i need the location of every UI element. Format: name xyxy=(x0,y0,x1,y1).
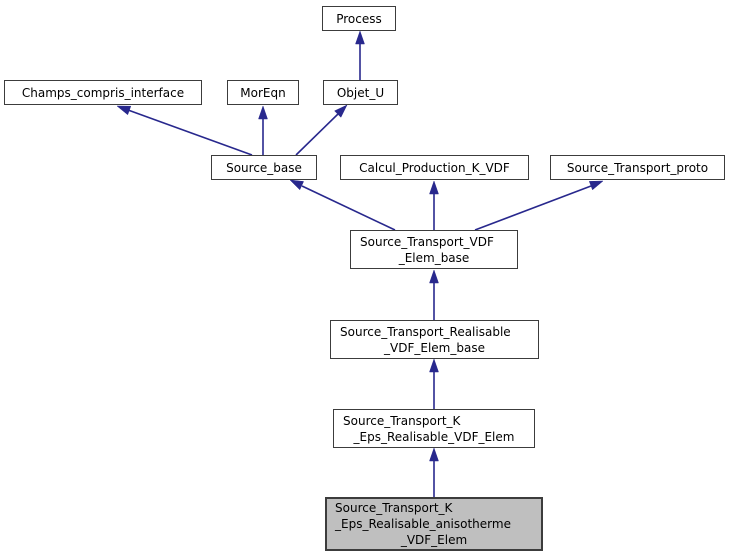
class-label-line: Source_Transport_Realisable xyxy=(340,324,511,339)
class-node-source-transport-proto[interactable]: Source_Transport_proto xyxy=(550,155,725,180)
edge-sourcebase-champs xyxy=(116,105,253,156)
class-label: Source_Transport_proto xyxy=(566,160,709,175)
class-node-source-transport-vdf-elem-base[interactable]: Source_Transport_VDF _Elem_base xyxy=(350,230,518,269)
class-node-source-base[interactable]: Source_base xyxy=(211,155,317,180)
class-node-moreqn[interactable]: MorEqn xyxy=(227,80,299,105)
class-label-line: Source_Transport_VDF xyxy=(360,234,494,249)
class-label: Process xyxy=(336,11,382,26)
class-label-line: _VDF_Elem_base xyxy=(384,340,485,355)
class-label: Source_base xyxy=(226,160,302,175)
class-node-source-transport-realisable-vdf-elem-base[interactable]: Source_Transport_Realisable _VDF_Elem_ba… xyxy=(330,320,539,359)
edge-vdfelem-sourcebase xyxy=(289,179,396,231)
class-label-line: _Elem_base xyxy=(398,250,470,265)
class-node-objet-u[interactable]: Objet_U xyxy=(323,80,398,105)
class-label-line: _Eps_Realisable_anisotherme xyxy=(335,517,511,531)
edge-vdfelem-calcul xyxy=(429,180,439,230)
edge-realisable-vdfelem xyxy=(429,269,439,320)
edge-objetu-process xyxy=(355,30,365,80)
edge-keps-realisable xyxy=(429,358,439,409)
edge-vdfelem-proto xyxy=(474,180,604,231)
class-node-process[interactable]: Process xyxy=(322,6,396,31)
class-label-line: _VDF_Elem xyxy=(400,533,468,547)
class-label: MorEqn xyxy=(240,85,286,100)
class-node-source-transport-k-eps-realisable-vdf-elem[interactable]: Source_Transport_K _Eps_Realisable_VDF_E… xyxy=(333,409,535,448)
class-label: Calcul_Production_K_VDF xyxy=(359,160,510,175)
class-label-line: _Eps_Realisable_VDF_Elem xyxy=(353,429,515,444)
class-label: Champs_compris_interface xyxy=(21,85,185,100)
edge-sourcebase-objetu xyxy=(295,104,348,156)
class-node-source-transport-k-eps-realisable-anisotherme-vdf-elem: Source_Transport_K _Eps_Realisable_aniso… xyxy=(325,497,543,551)
class-label: Objet_U xyxy=(336,85,385,100)
edge-anisotherme-keps xyxy=(429,447,439,497)
class-node-calcul-production-k-vdf[interactable]: Calcul_Production_K_VDF xyxy=(340,155,529,180)
class-label-line: Source_Transport_K xyxy=(343,413,461,428)
edge-sourcebase-moreqn xyxy=(258,105,268,155)
class-node-champs-compris-interface[interactable]: Champs_compris_interface xyxy=(4,80,202,105)
class-label-line: Source_Transport_K xyxy=(335,501,453,515)
